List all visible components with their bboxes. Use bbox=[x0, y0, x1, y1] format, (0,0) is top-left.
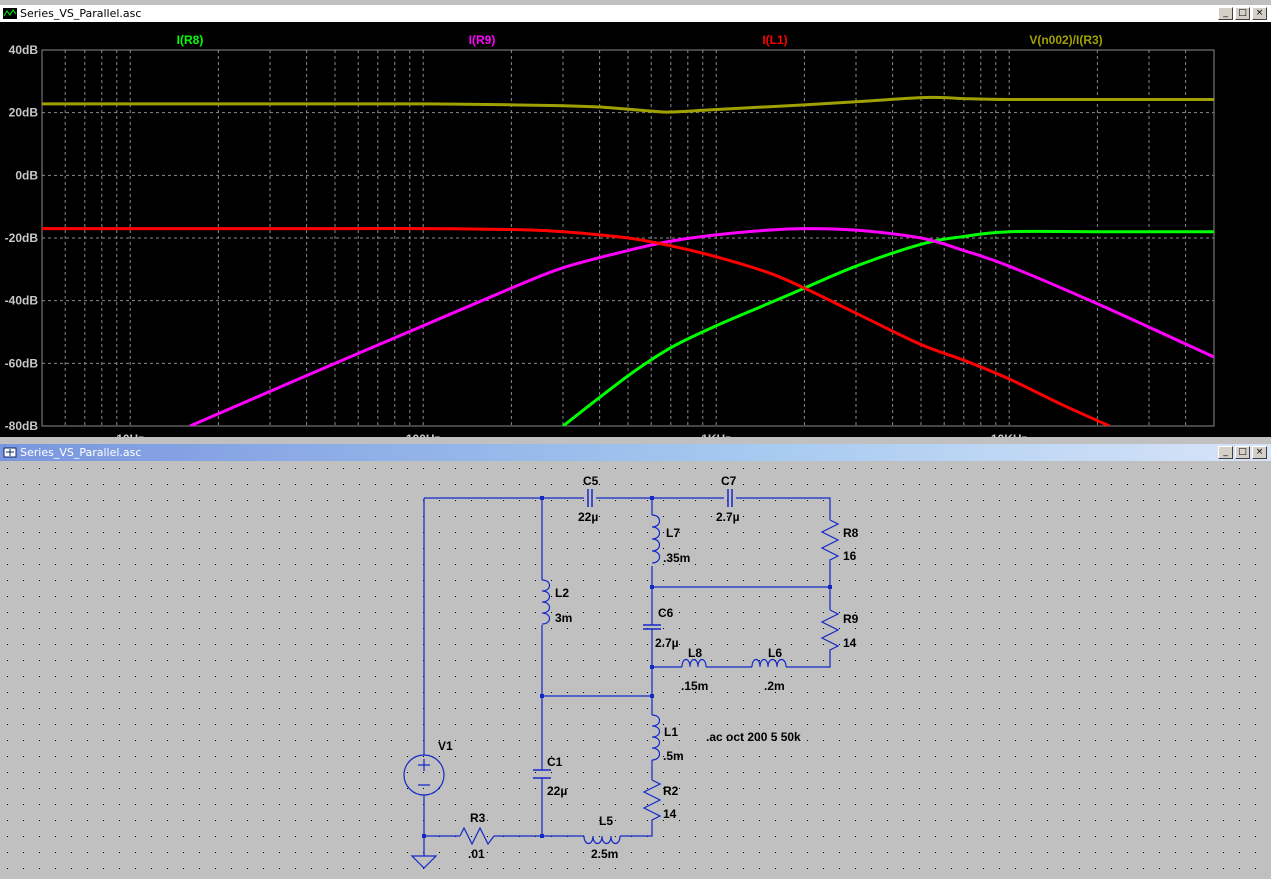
label-r2: R2 bbox=[663, 784, 679, 798]
schematic-window-titlebar[interactable]: Series_VS_Parallel.asc _ □ × bbox=[0, 444, 1271, 461]
resistor-r9[interactable] bbox=[820, 609, 840, 653]
label-c5: C5 bbox=[583, 474, 599, 488]
label-l8: L8 bbox=[688, 646, 702, 660]
label-c6: C6 bbox=[658, 606, 674, 620]
voltage-source-v1[interactable] bbox=[403, 754, 445, 796]
y-tick-label: -60dB bbox=[5, 356, 39, 370]
inductor-l1[interactable] bbox=[651, 714, 661, 761]
inductor-l8[interactable] bbox=[681, 658, 707, 668]
capacitor-c7[interactable] bbox=[727, 489, 733, 507]
resistor-r3[interactable] bbox=[459, 826, 495, 846]
trace-i-r8-[interactable] bbox=[562, 229, 1214, 426]
value-l5: 2.5m bbox=[591, 847, 618, 861]
schematic-window[interactable]: Series_VS_Parallel.asc _ □ × bbox=[0, 444, 1271, 875]
trace-i-l1-[interactable] bbox=[42, 227, 1111, 426]
waveform-chart[interactable]: 40dB 20dB 0dB -20dB -40dB -60dB -80dB 10Hz 100Hz… bbox=[0, 22, 1271, 446]
legend-i-r9-[interactable]: I(R9) bbox=[469, 33, 496, 47]
label-l2: L2 bbox=[555, 586, 569, 600]
maximize-button[interactable]: □ bbox=[1235, 7, 1250, 20]
y-tick-label: 40dB bbox=[9, 43, 39, 57]
trace-v-n002-i-r3-[interactable] bbox=[42, 95, 1214, 114]
x-tick-label: 100Hz bbox=[406, 432, 441, 437]
inductor-l7[interactable] bbox=[651, 514, 661, 564]
label-l1: L1 bbox=[664, 725, 678, 739]
y-tick-label: 0dB bbox=[15, 168, 38, 182]
label-r8: R8 bbox=[843, 526, 859, 540]
x-tick-label: 10Hz bbox=[116, 432, 144, 437]
y-tick-label: -20dB bbox=[5, 231, 39, 245]
value-r9: 14 bbox=[843, 636, 857, 650]
y-tick-label: -80dB bbox=[5, 419, 39, 433]
value-r3: .01 bbox=[468, 847, 485, 861]
legend-v-n002-i-r3-[interactable]: V(n002)/I(R3) bbox=[1029, 33, 1102, 47]
label-r9: R9 bbox=[843, 612, 859, 626]
plot-window-title: Series_VS_Parallel.asc bbox=[20, 7, 142, 20]
value-l2: 3m bbox=[555, 611, 572, 625]
value-l7: .35m bbox=[663, 551, 690, 565]
value-c6: 2.7µ bbox=[655, 636, 679, 650]
grid-dots bbox=[0, 461, 1271, 875]
schematic-icon bbox=[3, 447, 17, 458]
x-tick-label: 1KHz bbox=[701, 432, 731, 437]
label-l6: L6 bbox=[768, 646, 782, 660]
waveform-plot-area[interactable]: 40dB 20dB 0dB -20dB -40dB -60dB -80dB 10Hz 100Hz… bbox=[0, 22, 1271, 446]
value-l1: .5m bbox=[663, 749, 684, 763]
x-tick-label: 10KHz bbox=[991, 432, 1028, 437]
minimize-button[interactable]: _ bbox=[1218, 446, 1233, 459]
value-r2: 14 bbox=[663, 807, 677, 821]
y-tick-label: -40dB bbox=[5, 294, 39, 308]
value-r8: 16 bbox=[843, 549, 857, 563]
label-l7: L7 bbox=[666, 526, 680, 540]
plot-window[interactable]: Series_VS_Parallel.asc _ □ × 40dB 20dB 0dB… bbox=[0, 5, 1271, 446]
spice-directive[interactable]: .ac oct 200 5 50k bbox=[706, 730, 801, 744]
close-button[interactable]: × bbox=[1252, 446, 1267, 459]
label-l5: L5 bbox=[599, 814, 613, 828]
inductor-l5[interactable] bbox=[583, 835, 621, 845]
value-l8: .15m bbox=[681, 679, 708, 693]
schematic-drawing[interactable]: C5 22µ C7 2.7µ L7 .35m R8 16 L2 3m C6 2.… bbox=[0, 461, 1271, 875]
value-l6: .2m bbox=[764, 679, 785, 693]
label-r3: R3 bbox=[470, 811, 486, 825]
resistor-r8[interactable] bbox=[820, 519, 840, 566]
minimize-button[interactable]: _ bbox=[1218, 7, 1233, 20]
waveform-icon bbox=[3, 8, 17, 19]
close-button[interactable]: × bbox=[1252, 7, 1267, 20]
label-v1: V1 bbox=[438, 739, 453, 753]
label-c1: C1 bbox=[547, 755, 563, 769]
ground-icon bbox=[410, 855, 438, 869]
value-c7: 2.7µ bbox=[716, 510, 740, 524]
schematic-window-title: Series_VS_Parallel.asc bbox=[20, 446, 142, 459]
trace-i-r9-[interactable] bbox=[189, 227, 1214, 426]
plot-window-titlebar[interactable]: Series_VS_Parallel.asc _ □ × bbox=[0, 5, 1271, 22]
label-c7: C7 bbox=[721, 474, 737, 488]
capacitor-c6[interactable] bbox=[643, 624, 661, 633]
maximize-button[interactable]: □ bbox=[1235, 446, 1250, 459]
legend-i-l1-[interactable]: I(L1) bbox=[762, 33, 787, 47]
junction-dots bbox=[422, 496, 832, 838]
resistor-r2[interactable] bbox=[642, 779, 662, 825]
legend-i-r8-[interactable]: I(R8) bbox=[177, 33, 204, 47]
capacitor-c5[interactable] bbox=[587, 489, 593, 507]
capacitor-c1[interactable] bbox=[533, 769, 551, 779]
value-c1: 22µ bbox=[547, 784, 567, 798]
inductor-l6[interactable] bbox=[751, 658, 787, 668]
inductor-l2[interactable] bbox=[541, 579, 551, 625]
schematic-canvas[interactable]: C5 22µ C7 2.7µ L7 .35m R8 16 L2 3m C6 2.… bbox=[0, 461, 1271, 875]
value-c5: 22µ bbox=[578, 510, 598, 524]
y-tick-label: 20dB bbox=[9, 106, 39, 120]
